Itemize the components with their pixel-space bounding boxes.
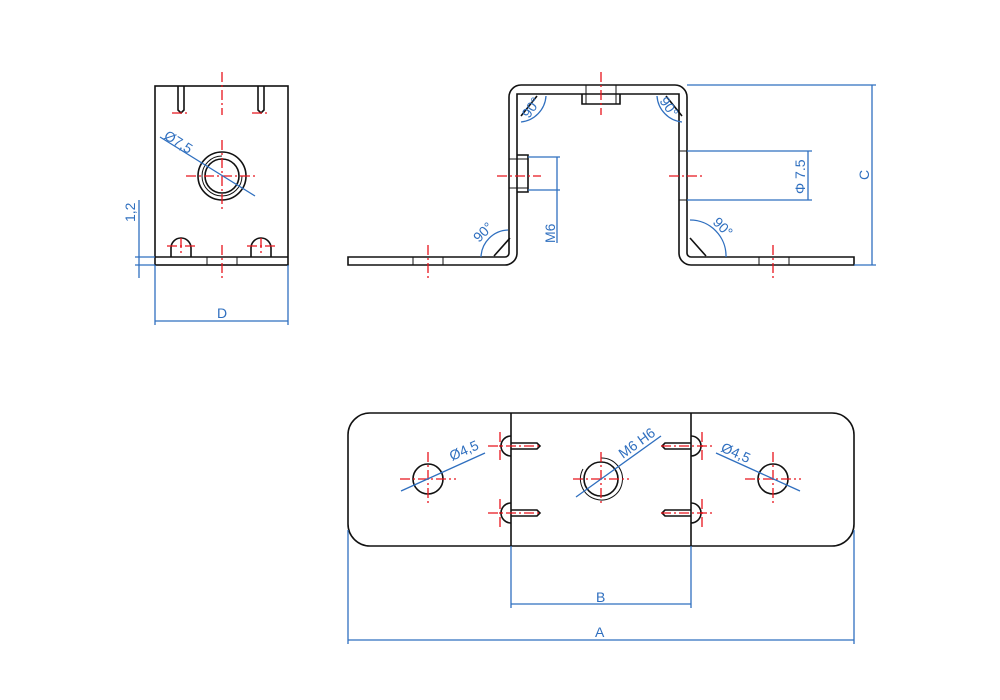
front-view: Ø7,5 1,2 D <box>122 72 289 325</box>
bent-profile <box>347 84 855 266</box>
flange-slots <box>412 257 790 265</box>
centerlines <box>427 72 774 278</box>
slots <box>511 442 691 517</box>
top-slots <box>177 86 265 115</box>
dim-a <box>347 530 855 644</box>
dim-label-m6: M6 <box>542 223 558 243</box>
dim-label-1-2: 1,2 <box>122 202 138 222</box>
bottom-bumps <box>170 237 272 257</box>
dia-leader-left <box>400 452 486 492</box>
flat-outline <box>347 412 855 547</box>
dia-label-left: Ø4,5 <box>447 437 481 464</box>
dim-label-a: A <box>595 624 605 640</box>
side-boss <box>517 154 529 193</box>
angle-label: 90° <box>518 94 543 121</box>
angle-label: 90° <box>470 219 496 245</box>
dim-label-dia-7-5: Φ 7.5 <box>792 159 808 194</box>
dim-dia-7-5 <box>687 150 812 201</box>
dim-label-b: B <box>596 589 605 605</box>
dim-d <box>154 265 289 325</box>
angle-arcs <box>480 95 727 258</box>
hole-lines <box>509 150 687 201</box>
thread-arc <box>579 457 623 501</box>
dia-leader-right <box>715 452 801 492</box>
angle-label: 90° <box>710 214 736 240</box>
dim-label-d: D <box>217 305 227 321</box>
centerlines <box>167 112 275 256</box>
angle-label: 90° <box>657 94 682 121</box>
dia-label-front: Ø7,5 <box>161 127 195 157</box>
dim-c <box>687 84 876 266</box>
dim-b <box>510 546 692 608</box>
bend-lines <box>510 413 692 546</box>
dia-leader <box>159 136 256 197</box>
side-view: 90° 90° 90° 90° M6 Φ 7.5 C <box>347 72 876 278</box>
thread-arc <box>201 155 243 197</box>
ext-lines <box>135 256 155 266</box>
dim-label-c: C <box>856 170 872 180</box>
flat-view: Ø4,5 M6 H6 Ø4,5 B A <box>347 412 855 644</box>
boss-lines <box>585 85 617 104</box>
dim-m6 <box>528 156 560 243</box>
thread-leader <box>575 435 662 498</box>
corner-chamfers <box>493 95 707 257</box>
